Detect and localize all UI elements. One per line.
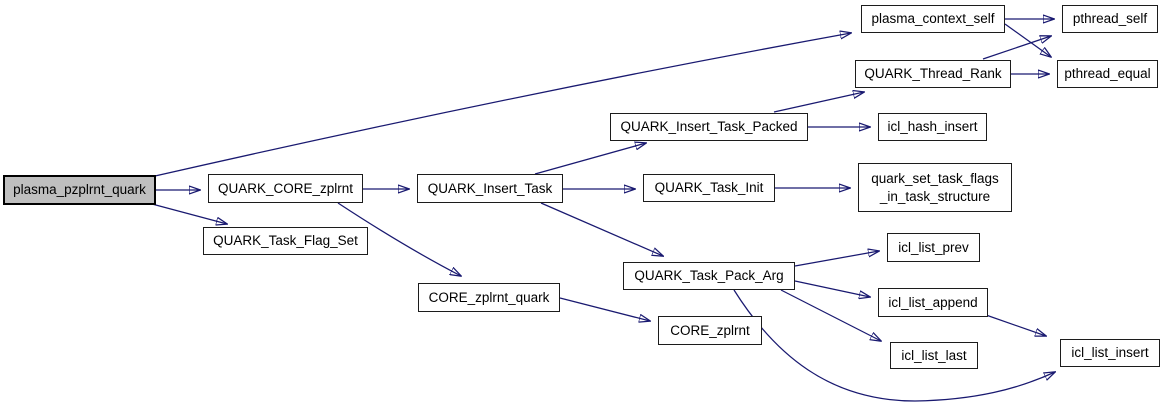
node-icl-list-last[interactable]: icl_list_last xyxy=(890,342,978,369)
node-icl-list-insert[interactable]: icl_list_insert xyxy=(1060,339,1160,367)
node-icl-list-append[interactable]: icl_list_append xyxy=(878,288,988,317)
node-plasma-pzplrnt-quark: plasma_pzplrnt_quark xyxy=(3,175,156,205)
edge-QUARK_CORE_zplrnt-to-CORE_zplrnt_quark xyxy=(337,202,461,276)
edge-QUARK_Thread_Rank-to-pthread_self xyxy=(982,36,1051,60)
node-quark-task-pack-arg[interactable]: QUARK_Task_Pack_Arg xyxy=(623,262,795,290)
edge-QUARK_Task_Pack_Arg-to-icl_list_insert xyxy=(733,289,1055,402)
node-quark-set-task-flags-in-task-structure[interactable]: quark_set_task_flags _in_task_structure xyxy=(858,163,1012,212)
edge-plasma_pzplrnt_quark-to-QUARK_Task_Flag_Set xyxy=(151,203,227,224)
edge-plasma_pzplrnt_quark-to-plasma_context_self xyxy=(154,33,851,177)
edge-QUARK_Insert_Task_Packed-to-QUARK_Thread_Rank xyxy=(773,92,864,113)
edge-CORE_zplrnt_quark-to-CORE_zplrnt xyxy=(559,297,650,321)
node-pthread-self[interactable]: pthread_self xyxy=(1062,5,1158,33)
node-core-zplrnt-quark[interactable]: CORE_zplrnt_quark xyxy=(418,283,560,312)
edge-icl_list_append-to-icl_list_insert xyxy=(985,314,1046,336)
node-quark-insert-task[interactable]: QUARK_Insert_Task xyxy=(417,174,563,203)
edge-QUARK_Insert_Task-to-QUARK_Task_Pack_Arg xyxy=(540,202,663,256)
edge-QUARK_Insert_Task-to-QUARK_Insert_Task_Packed xyxy=(534,143,646,175)
node-core-zplrnt[interactable]: CORE_zplrnt xyxy=(658,316,762,345)
node-quark-core-zplrnt[interactable]: QUARK_CORE_zplrnt xyxy=(208,174,363,203)
edge-QUARK_Task_Pack_Arg-to-icl_list_append xyxy=(794,280,870,297)
node-quark-insert-task-packed[interactable]: QUARK_Insert_Task_Packed xyxy=(610,113,808,141)
node-icl-hash-insert[interactable]: icl_hash_insert xyxy=(878,113,987,141)
node-quark-thread-rank[interactable]: QUARK_Thread_Rank xyxy=(855,60,1011,88)
edge-plasma_context_self-to-pthread_equal xyxy=(1004,23,1051,57)
edge-QUARK_Task_Pack_Arg-to-icl_list_last xyxy=(780,289,881,341)
node-quark-task-init[interactable]: QUARK_Task_Init xyxy=(643,174,775,202)
node-plasma-context-self[interactable]: plasma_context_self xyxy=(861,5,1005,33)
node-quark-task-flag-set[interactable]: QUARK_Task_Flag_Set xyxy=(203,227,368,255)
node-pthread-equal[interactable]: pthread_equal xyxy=(1057,60,1158,88)
edge-QUARK_Task_Pack_Arg-to-icl_list_prev xyxy=(794,251,879,267)
node-icl-list-prev[interactable]: icl_list_prev xyxy=(887,233,980,262)
